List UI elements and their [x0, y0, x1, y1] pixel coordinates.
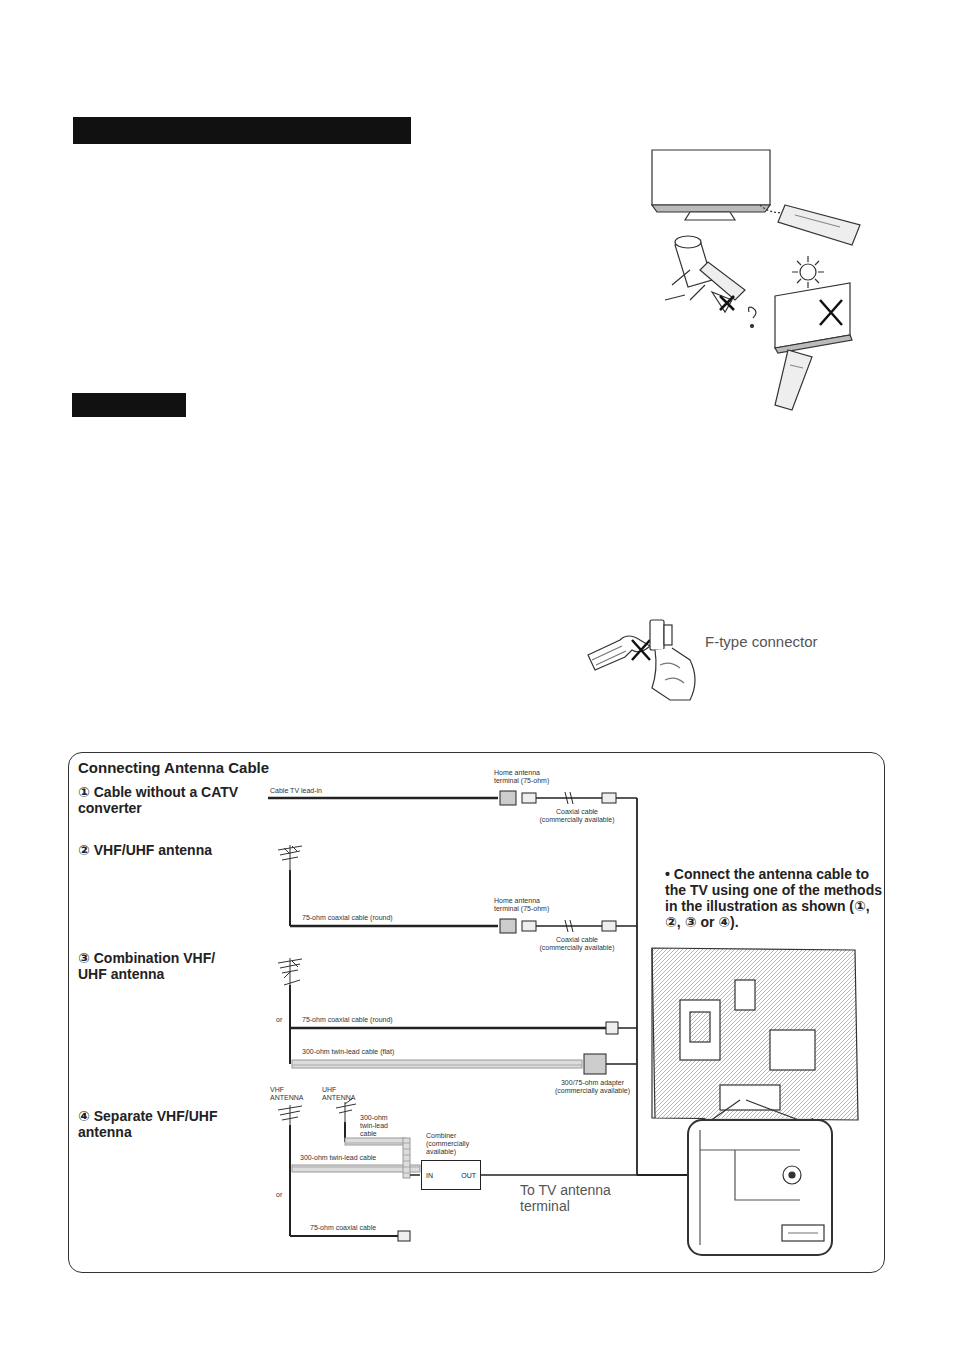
item-heading: ② VHF/UHF antenna	[78, 842, 253, 858]
panel-frame: Connecting Antenna CableCombiner (commer…	[68, 752, 885, 1273]
part-label: UHF ANTENNA	[322, 1086, 356, 1102]
part-label: 300/75-ohm adapter (commercially availab…	[545, 1079, 640, 1095]
part-label: 75-ohm coaxial cable (round)	[302, 914, 393, 922]
panel-title: Connecting Antenna Cable	[78, 759, 269, 776]
port-label: OUT	[461, 1172, 476, 1179]
part-label: or	[275, 1191, 283, 1199]
antenna-symbol	[278, 845, 356, 1128]
part-label: or	[275, 1016, 283, 1024]
part-label: 300-ohm twin-lead cable	[360, 1114, 402, 1138]
part-label: Home antenna terminal (75-ohm)	[494, 897, 566, 913]
heading-bar	[72, 393, 186, 417]
part-label: Coaxial cable (commercially available)	[536, 936, 618, 952]
port-label: IN	[426, 1172, 433, 1179]
part-label: VHF ANTENNA	[270, 1086, 304, 1102]
remote-illustration	[652, 150, 860, 410]
part-label: Coaxial cable (commercially available)	[536, 808, 618, 824]
part-label: 75-ohm coaxial cable (round)	[302, 1016, 393, 1024]
item-heading: F-type connector	[705, 633, 818, 650]
part-label: 300-ohm twin-lead cable	[300, 1154, 376, 1162]
item-heading: To TV antenna terminal	[520, 1182, 625, 1214]
part-label: 300-ohm twin-lead cable (flat)	[302, 1048, 394, 1056]
heading-bar	[73, 117, 411, 144]
part-label: 75-ohm coaxial cable	[310, 1224, 376, 1232]
tv-rear-illustration	[652, 948, 858, 1255]
item-heading: ① Cable without a CATV converter	[78, 784, 253, 816]
note-text: • Connect the antenna cable to the TV us…	[665, 866, 885, 930]
part-label: Home antenna terminal (75-ohm)	[494, 769, 566, 785]
part-label: Cable TV lead-in	[270, 787, 322, 795]
combiner-box: Combiner (commercially available)INOUT	[421, 1160, 481, 1190]
f-connector-illustration	[588, 620, 695, 700]
item-heading: ④ Separate VHF/UHF antenna	[78, 1108, 243, 1140]
item-heading: ③ Combination VHF/ UHF antenna	[78, 950, 243, 982]
combiner-label: Combiner (commercially available)	[426, 1132, 488, 1156]
